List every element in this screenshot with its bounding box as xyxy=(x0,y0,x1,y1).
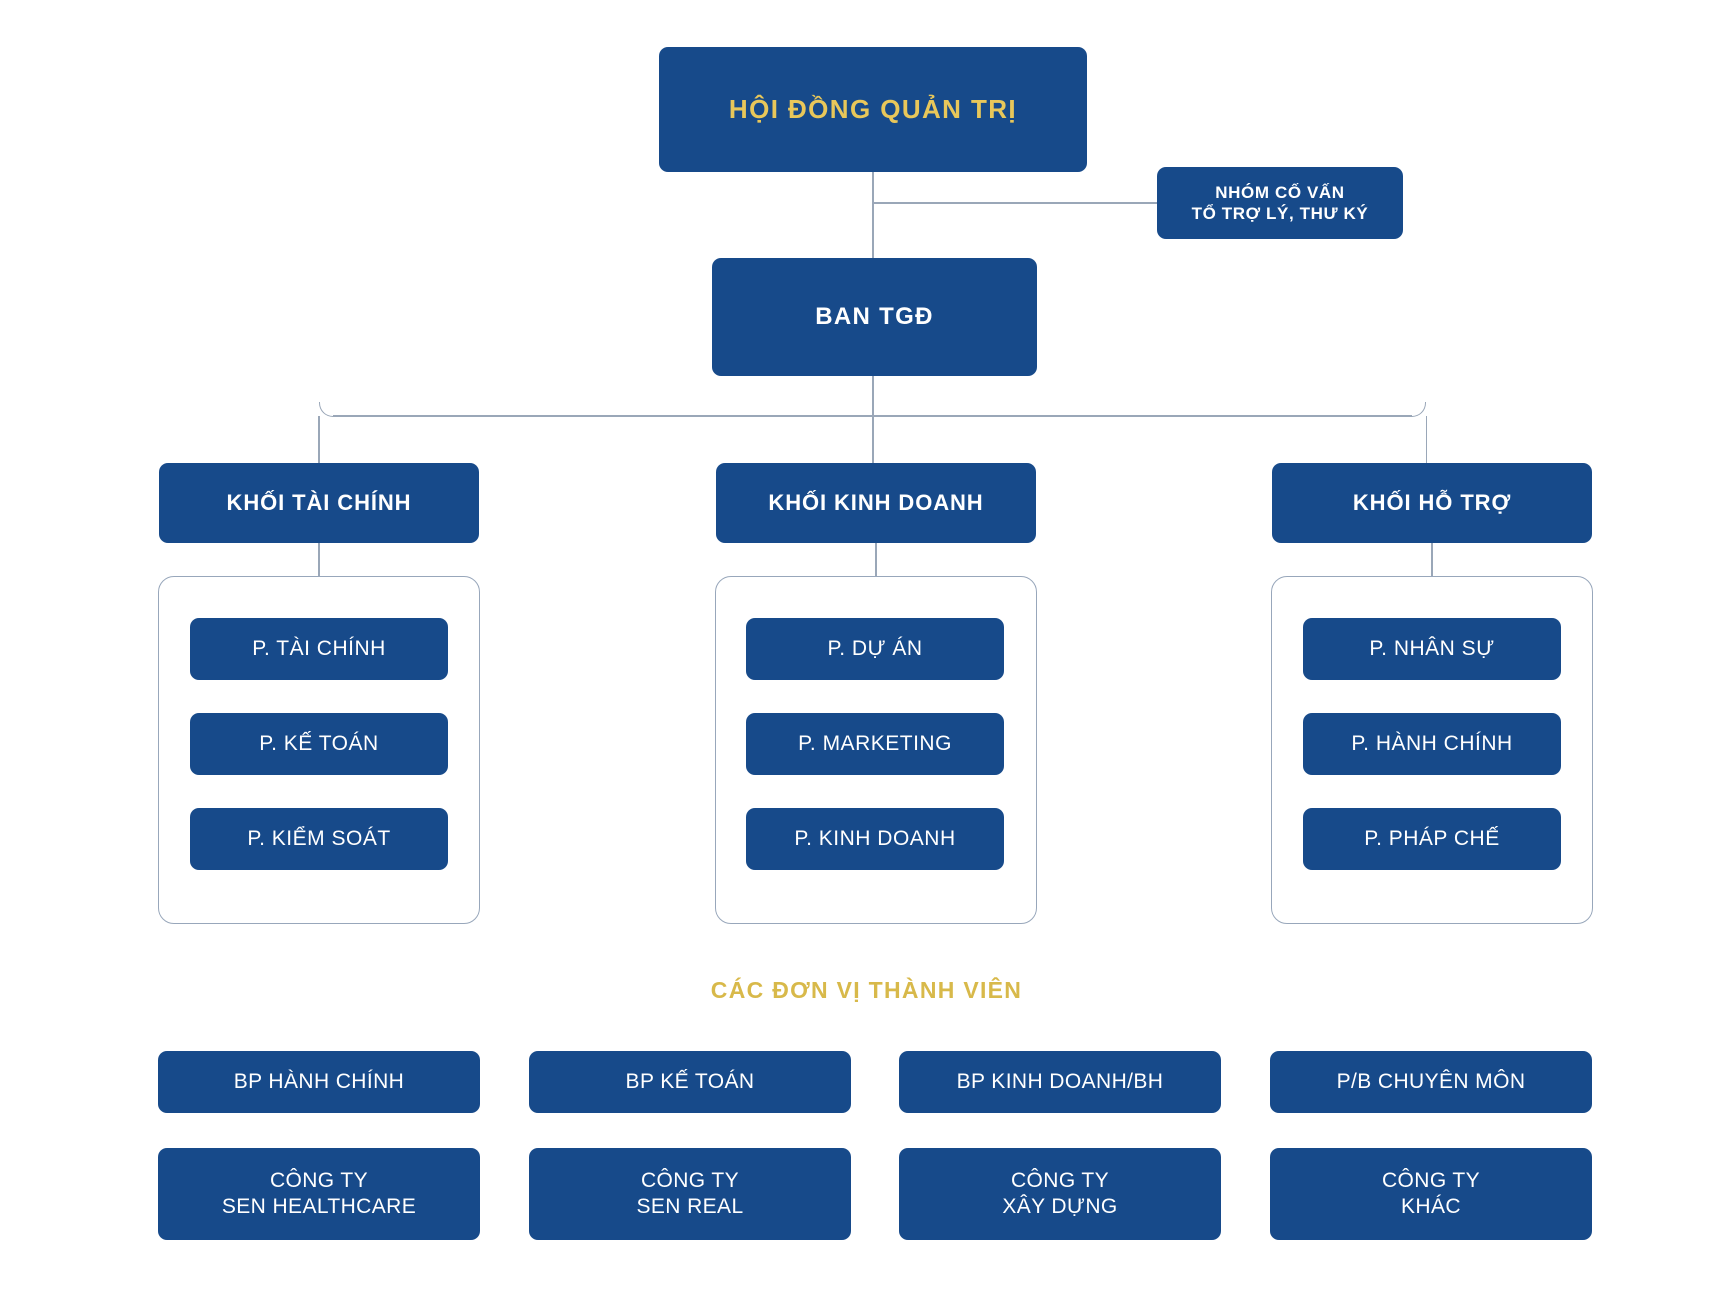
node-company-2[interactable]: CÔNG TY XÂY DỰNG xyxy=(899,1148,1221,1240)
node-unit-2[interactable]: BP KINH DOANH/BH xyxy=(899,1051,1221,1113)
company-3-line-1: CÔNG TY xyxy=(1381,1168,1481,1192)
node-ceo-board[interactable]: BAN TGĐ xyxy=(712,258,1037,376)
connector-board-to-ceo xyxy=(872,172,874,258)
connector-division-2-to-group xyxy=(1431,543,1433,577)
node-division-finance[interactable]: KHỐI TÀI CHÍNH xyxy=(159,463,479,543)
connector-drop-division-1 xyxy=(872,416,874,463)
company-1-line-2: SEN REAL xyxy=(636,1195,744,1218)
node-department-finance-0[interactable]: P. TÀI CHÍNH xyxy=(190,618,448,680)
node-company-3[interactable]: CÔNG TY KHÁC xyxy=(1270,1148,1592,1240)
company-1-line-1: CÔNG TY xyxy=(640,1168,740,1192)
connector-drop-division-2 xyxy=(1425,416,1428,463)
company-2-line-2: XÂY DỰNG xyxy=(1002,1195,1118,1218)
advisory-line-1: NHÓM CỐ VẤN xyxy=(1215,182,1345,202)
company-0-line-1: CÔNG TY xyxy=(269,1168,369,1192)
node-unit-1[interactable]: BP KẾ TOÁN xyxy=(529,1051,851,1113)
company-3-line-2: KHÁC xyxy=(1401,1195,1461,1218)
node-division-business[interactable]: KHỐI KINH DOANH xyxy=(716,463,1036,543)
node-company-1[interactable]: CÔNG TY SEN REAL xyxy=(529,1148,851,1240)
connector-board-to-advisors xyxy=(872,202,1157,204)
node-division-support[interactable]: KHỐI HỖ TRỢ xyxy=(1272,463,1592,543)
node-department-business-0[interactable]: P. DỰ ÁN xyxy=(746,618,1004,680)
node-board-of-directors[interactable]: HỘI ĐỒNG QUẢN TRỊ xyxy=(659,47,1087,172)
node-department-support-2[interactable]: P. PHÁP CHẾ xyxy=(1303,808,1561,870)
node-department-business-2[interactable]: P. KINH DOANH xyxy=(746,808,1004,870)
node-department-business-1[interactable]: P. MARKETING xyxy=(746,713,1004,775)
node-department-support-1[interactable]: P. HÀNH CHÍNH xyxy=(1303,713,1561,775)
member-units-title: CÁC ĐƠN VỊ THÀNH VIÊN xyxy=(710,977,1023,1003)
node-unit-0[interactable]: BP HÀNH CHÍNH xyxy=(158,1051,480,1113)
node-department-finance-2[interactable]: P. KIỂM SOÁT xyxy=(190,808,448,870)
connector-division-1-to-group xyxy=(875,543,877,577)
company-0-line-2: SEN HEALTHCARE xyxy=(221,1195,417,1218)
connector-ceo-stem xyxy=(872,376,874,416)
connector-division-0-to-group xyxy=(318,543,320,577)
node-department-finance-1[interactable]: P. KẾ TOÁN xyxy=(190,713,448,775)
connector-bus-right-elbow xyxy=(1411,402,1426,417)
advisory-line-2: TỔ TRỢ LÝ, THƯ KÝ xyxy=(1191,204,1369,223)
node-company-0[interactable]: CÔNG TY SEN HEALTHCARE xyxy=(158,1148,480,1240)
node-unit-3[interactable]: P/B CHUYÊN MÔN xyxy=(1270,1051,1592,1113)
node-department-support-0[interactable]: P. NHÂN SỰ xyxy=(1303,618,1561,680)
connector-bus-left-elbow xyxy=(319,402,334,417)
company-2-line-1: CÔNG TY xyxy=(1010,1168,1110,1192)
connector-drop-division-0 xyxy=(318,416,320,463)
node-advisory-group[interactable]: NHÓM CỐ VẤN TỔ TRỢ LÝ, THƯ KÝ xyxy=(1157,167,1403,239)
